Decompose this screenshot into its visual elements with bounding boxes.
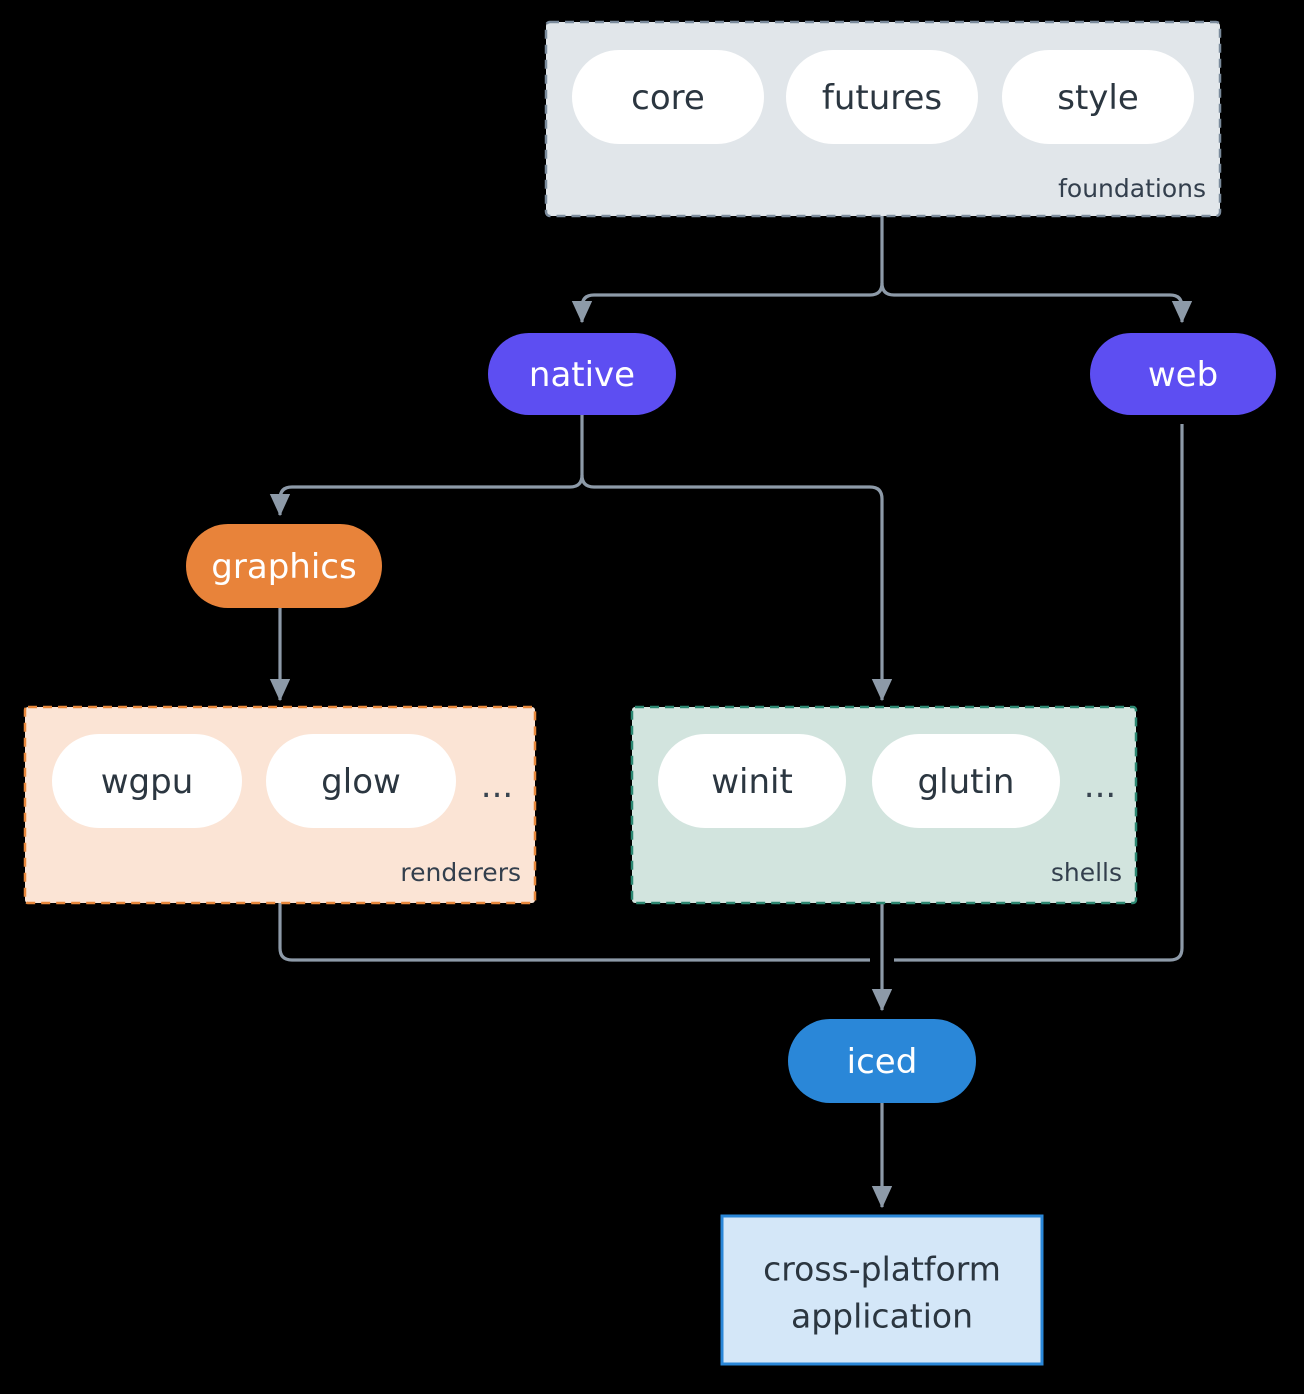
node-application-shape: [720, 1214, 1044, 1366]
node-wgpu-label: wgpu: [101, 762, 194, 802]
node-iced-shape: [788, 1019, 976, 1103]
node-web[interactable]: web: [1090, 333, 1276, 415]
node-glow-shape: [266, 734, 456, 828]
edge-native-to-graphics: [269, 474, 584, 517]
edge-native-to-shells: [580, 474, 893, 702]
node-core[interactable]: core: [572, 50, 764, 144]
node-futures-label: futures: [822, 78, 942, 118]
node-winit-label: winit: [711, 762, 793, 802]
cluster-foundations: core futures style foundations: [544, 20, 1222, 218]
node-glutin-label: glutin: [918, 762, 1015, 802]
node-web-label: web: [1148, 355, 1218, 395]
node-glow[interactable]: glow: [266, 734, 456, 828]
node-style-shape: [1002, 50, 1194, 144]
edge-layer: [269, 216, 1193, 1209]
node-application-label-line2: application: [791, 1297, 973, 1336]
edge-foundations-to-native: [571, 282, 884, 324]
node-iced-label: iced: [847, 1042, 918, 1082]
node-glutin-shape: [872, 734, 1060, 828]
node-native-label: native: [529, 355, 635, 395]
node-style-label: style: [1057, 78, 1139, 118]
node-wgpu-shape: [52, 734, 242, 828]
cluster-renderers: wgpu glow ... renderers: [23, 705, 537, 905]
node-style[interactable]: style: [1002, 50, 1194, 144]
cluster-shells-label: shells: [1051, 858, 1122, 887]
renderers-ellipsis: ...: [481, 766, 513, 806]
node-futures-shape: [786, 50, 978, 144]
node-web-shape: [1090, 333, 1276, 415]
node-winit[interactable]: winit: [658, 734, 846, 828]
node-graphics[interactable]: graphics: [186, 524, 382, 608]
node-core-shape: [572, 50, 764, 144]
cluster-foundations-label: foundations: [1058, 174, 1206, 203]
node-application-label-line1: cross-platform: [763, 1250, 1001, 1289]
node-winit-shape: [658, 734, 846, 828]
node-glutin[interactable]: glutin: [872, 734, 1060, 828]
shells-ellipsis: ...: [1084, 766, 1116, 806]
node-wgpu[interactable]: wgpu: [52, 734, 242, 828]
node-graphics-label: graphics: [211, 547, 356, 587]
edge-web-to-iced: [894, 424, 1184, 962]
node-graphics-shape: [186, 524, 382, 608]
node-core-label: core: [631, 78, 705, 118]
node-glow-label: glow: [321, 762, 401, 802]
node-native-shape: [488, 333, 676, 415]
node-iced[interactable]: iced: [788, 1019, 976, 1103]
cluster-renderers-label: renderers: [400, 858, 521, 887]
edge-renderers-to-iced: [278, 903, 870, 962]
node-native[interactable]: native: [488, 333, 676, 415]
edge-foundations-to-web: [880, 282, 1193, 324]
node-application[interactable]: cross-platform application: [720, 1214, 1044, 1366]
node-futures[interactable]: futures: [786, 50, 978, 144]
cluster-shells: winit glutin ... shells: [630, 705, 1138, 905]
